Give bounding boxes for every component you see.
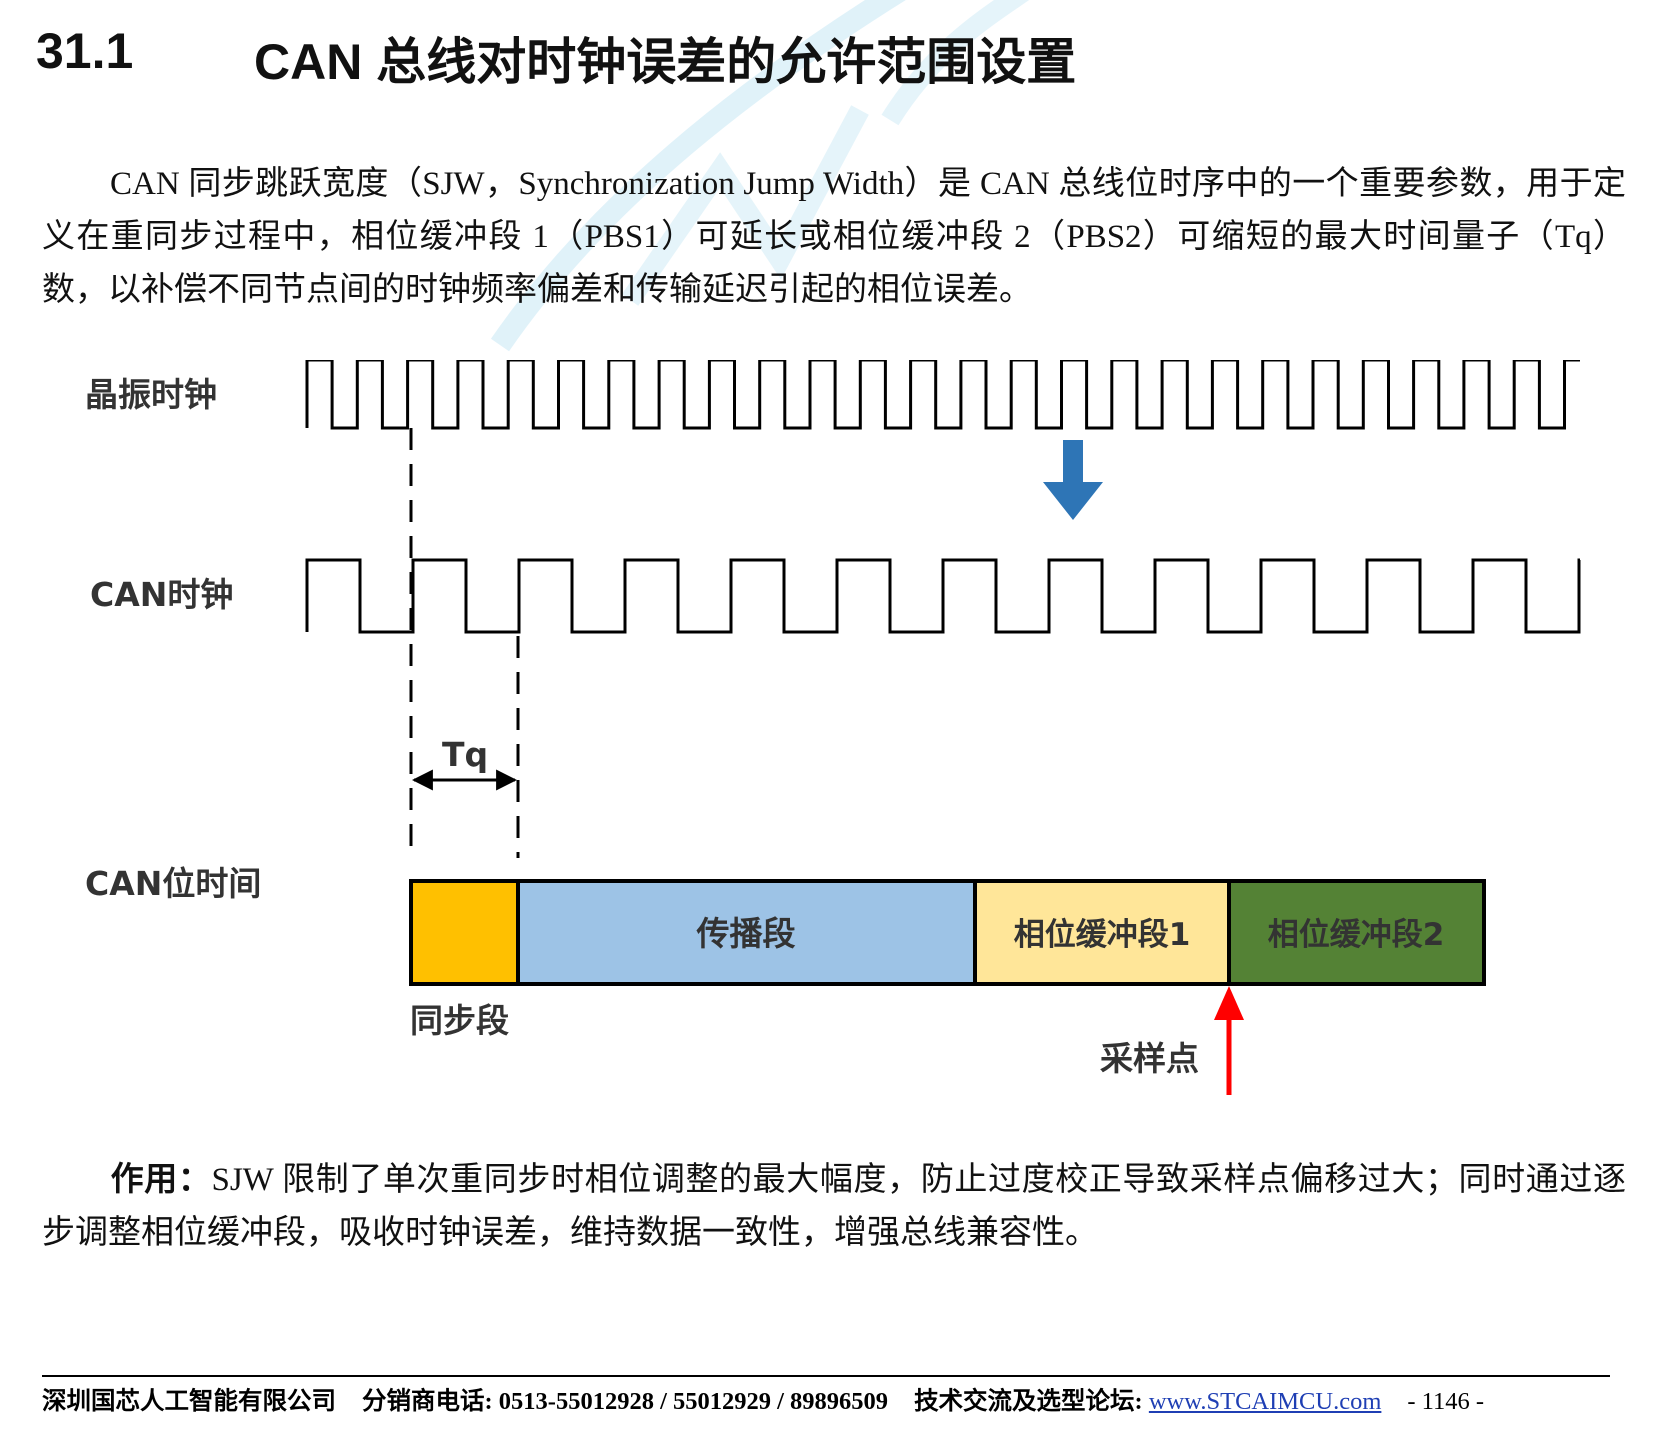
can-bit-timing-diagram: 晶振时钟 CAN时钟 Tq CAN位时间 传播段 相位缓冲段1 相位缓冲段2 同… [85, 360, 1581, 1095]
prop-segment-label: 传播段 [696, 914, 796, 953]
can-clock-label: CAN时钟 [90, 575, 233, 614]
page-number: - 1146 - [1407, 1388, 1485, 1415]
phase2-segment [1227, 879, 1486, 986]
effect-lead: 作用： [110, 1159, 212, 1198]
footer-rule [42, 1375, 1610, 1377]
crystal-clock-waveform [305, 360, 1580, 430]
section-number: 31.1 [36, 23, 134, 79]
footer-company: 深圳国芯人工智能有限公司 [42, 1388, 336, 1415]
page-footer: 深圳国芯人工智能有限公司分销商电话: 0513-55012928 / 55012… [42, 1382, 1622, 1417]
phase1-segment [973, 879, 1231, 986]
phase2-segment-label: 相位缓冲段2 [1268, 917, 1445, 953]
prop-segment [516, 879, 977, 986]
footer-sales-phone: 分销商电话: 0513-55012928 / 55012929 / 898965… [362, 1388, 889, 1415]
can-clock-waveform [305, 558, 1581, 634]
intro-text: CAN 同步跳跃宽度（SJW，Synchronization Jump Widt… [42, 166, 1626, 308]
down-arrow-icon [1043, 440, 1103, 520]
phase1-segment-label: 相位缓冲段1 [1014, 917, 1191, 953]
effect-text: SJW 限制了单次重同步时相位调整的最大幅度，防止过度校正导致采样点偏移过大；同… [42, 1162, 1627, 1251]
sample-point-label: 采样点 [1100, 1039, 1199, 1078]
sync-segment-label: 同步段 [410, 1001, 509, 1040]
sync-segment [409, 879, 520, 986]
crystal-clock-label: 晶振时钟 [85, 375, 217, 414]
footer-forum-label: 技术交流及选型论坛: [914, 1388, 1143, 1415]
section-title: CAN 总线对时钟误差的允许范围设置 [254, 34, 1077, 90]
intro-paragraph: CAN 同步跳跃宽度（SJW，Synchronization Jump Widt… [42, 158, 1626, 317]
tq-label: Tq [442, 735, 488, 774]
bit-time-label: CAN位时间 [85, 864, 261, 903]
footer-forum-link[interactable]: www.STCAIMCU.com [1148, 1388, 1382, 1415]
sample-point-arrow-icon [1214, 986, 1244, 1095]
effect-paragraph: 作用：SJW 限制了单次重同步时相位调整的最大幅度，防止过度校正导致采样点偏移过… [42, 1152, 1626, 1260]
